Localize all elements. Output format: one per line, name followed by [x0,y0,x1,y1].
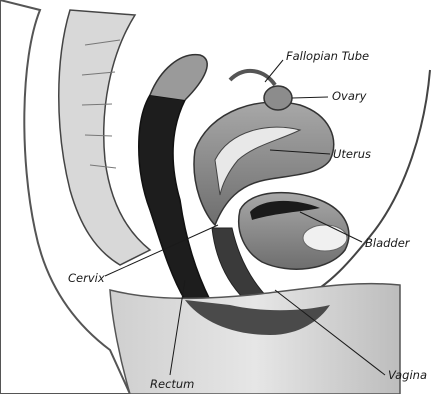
label-vagina: Vagina [388,368,427,382]
sacrum-spine [59,10,150,265]
ovary-organ [264,86,292,110]
label-uterus: Uterus [333,147,371,161]
label-cervix: Cervix [68,271,105,285]
label-ovary: Ovary [332,89,367,103]
pubic-bone [303,225,347,251]
ovary-leader [292,97,328,98]
label-rectum: Rectum [150,377,194,391]
label-fallopian-tube: Fallopian Tube [286,49,369,63]
fallopian-tube-leader [265,60,283,82]
rectum-wall [150,55,207,100]
label-bladder: Bladder [365,236,411,250]
